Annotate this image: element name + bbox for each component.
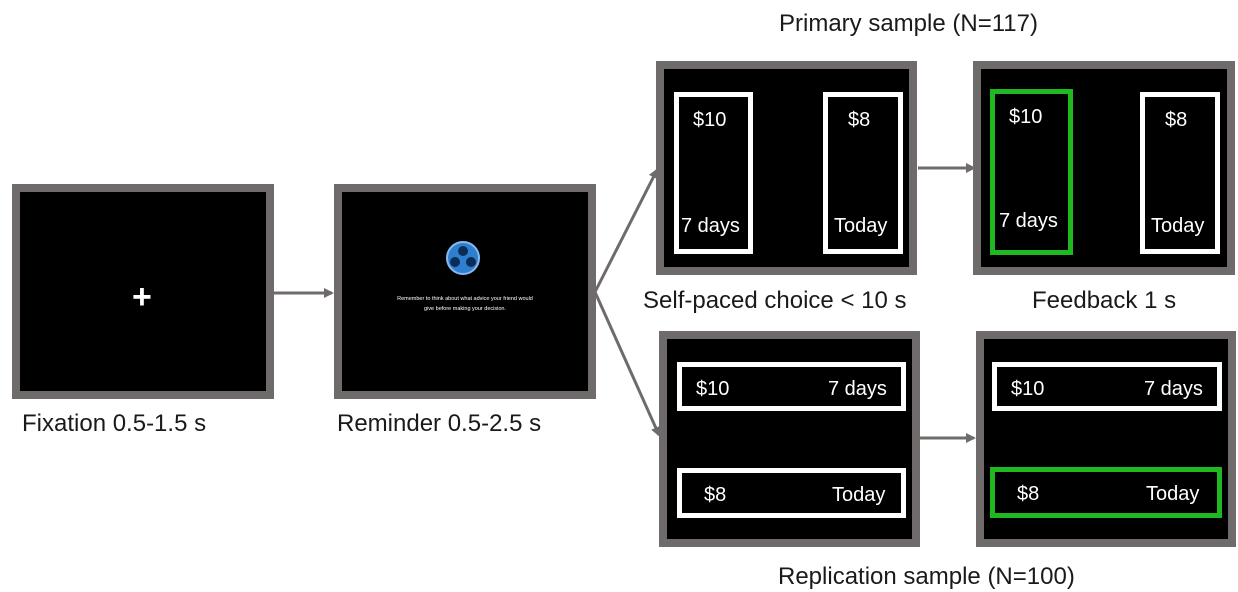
replication-feedback-sooner-option: $8 Today xyxy=(990,467,1222,518)
fixation-caption: Fixation 0.5-1.5 s xyxy=(22,410,207,437)
reminder-line-1: Remember to think about what advice your… xyxy=(397,296,533,302)
primary-choice-later-option: $10 7 days xyxy=(674,92,753,254)
option-delay: Today xyxy=(1151,215,1205,237)
option-delay: 7 days xyxy=(999,210,1058,232)
option-amount: $8 xyxy=(1165,109,1188,131)
option-amount: $10 xyxy=(1009,106,1043,128)
reminder-text: Remember to think about what advice your… xyxy=(365,294,565,314)
replication-sample-label: Replication sample (N=100) xyxy=(778,563,1075,590)
replication-feedback-later-option: $10 7 days xyxy=(992,362,1222,411)
fixation-cross: + xyxy=(132,278,152,316)
option-amount: $10 xyxy=(696,378,730,400)
fixation-screen: + xyxy=(12,184,274,399)
option-amount: $8 xyxy=(848,109,871,131)
arrow-reminder-to-replication xyxy=(593,291,661,437)
option-delay: 7 days xyxy=(681,215,740,237)
option-delay: Today xyxy=(832,484,886,506)
option-delay: Today xyxy=(1146,483,1200,505)
replication-choice-sooner-option: $8 Today xyxy=(677,468,906,518)
primary-feedback-later-option: $10 7 days xyxy=(990,89,1073,255)
primary-feedback-sooner-option: $8 Today xyxy=(1140,92,1220,254)
option-amount: $8 xyxy=(704,484,727,506)
reminder-line-2: give before making your decision. xyxy=(424,306,506,312)
primary-feedback-screen: $10 7 days $8 Today xyxy=(973,61,1235,275)
choice-caption: Self-paced choice < 10 s xyxy=(643,287,907,314)
reminder-screen: Remember to think about what advice your… xyxy=(334,184,596,399)
option-delay: 7 days xyxy=(1144,378,1203,400)
option-amount: $10 xyxy=(1011,378,1045,400)
primary-sample-label: Primary sample (N=117) xyxy=(779,10,1038,37)
option-delay: 7 days xyxy=(828,378,887,400)
replication-choice-screen: $10 7 days $8 Today xyxy=(659,331,920,547)
option-amount: $10 xyxy=(693,109,727,131)
arrow-reminder-to-primary xyxy=(593,168,659,293)
option-amount: $8 xyxy=(1017,483,1040,505)
primary-choice-screen: $10 7 days $8 Today xyxy=(656,61,917,275)
replication-choice-later-option: $10 7 days xyxy=(677,362,906,411)
primary-choice-sooner-option: $8 Today xyxy=(823,92,903,254)
friend-advice-icon xyxy=(445,240,481,276)
option-delay: Today xyxy=(834,215,888,237)
feedback-caption: Feedback 1 s xyxy=(1032,287,1177,314)
replication-feedback-screen: $10 7 days $8 Today xyxy=(976,331,1236,547)
reminder-caption: Reminder 0.5-2.5 s xyxy=(337,410,542,437)
